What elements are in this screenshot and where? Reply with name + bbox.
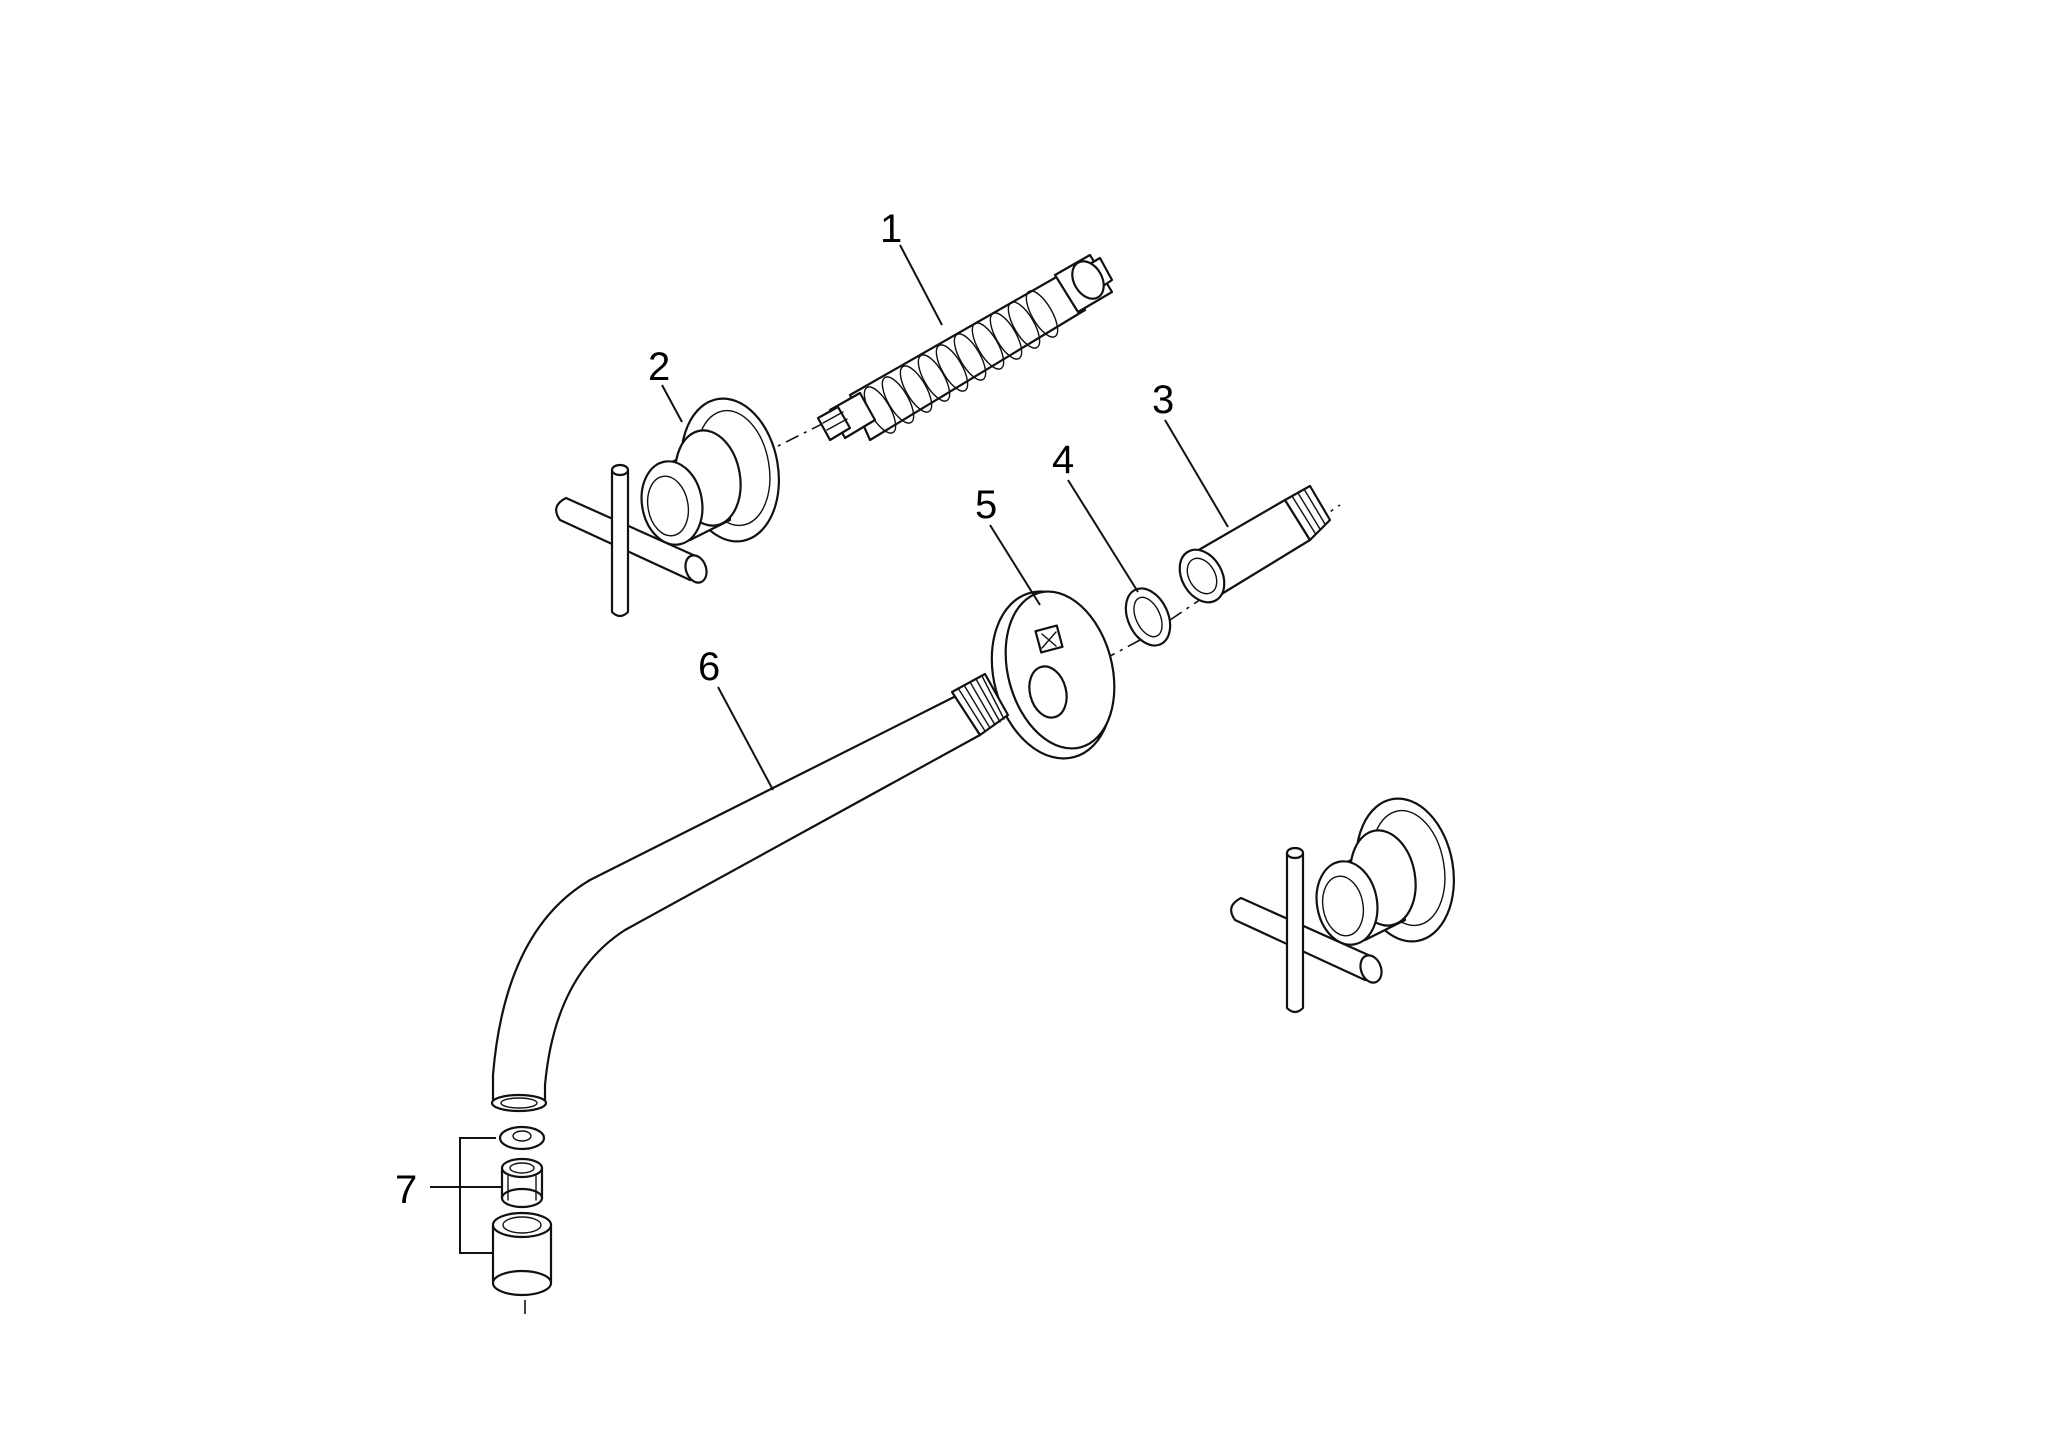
callout-6: 6 [698,645,720,689]
sealing-ring-part [1124,587,1172,647]
spout-pipe-part [490,672,1010,1113]
leader-lines [430,244,1229,1254]
extension-sleeve-part [1178,484,1332,604]
callout-3: 3 [1152,378,1174,422]
cross-handle-lower-part [1230,797,1455,1014]
cartridge-spindle-part [816,253,1114,442]
callout-labels: 1 2 3 4 5 6 7 [395,207,1174,1212]
callout-7: 7 [395,1168,417,1212]
aerator-set-part [491,1125,553,1297]
callout-4: 4 [1052,438,1074,482]
callout-2: 2 [648,345,670,389]
callout-5: 5 [975,483,997,527]
cross-handle-upper-part [555,397,780,618]
escutcheon-rosette-part [990,590,1116,760]
callout-1: 1 [880,207,902,251]
